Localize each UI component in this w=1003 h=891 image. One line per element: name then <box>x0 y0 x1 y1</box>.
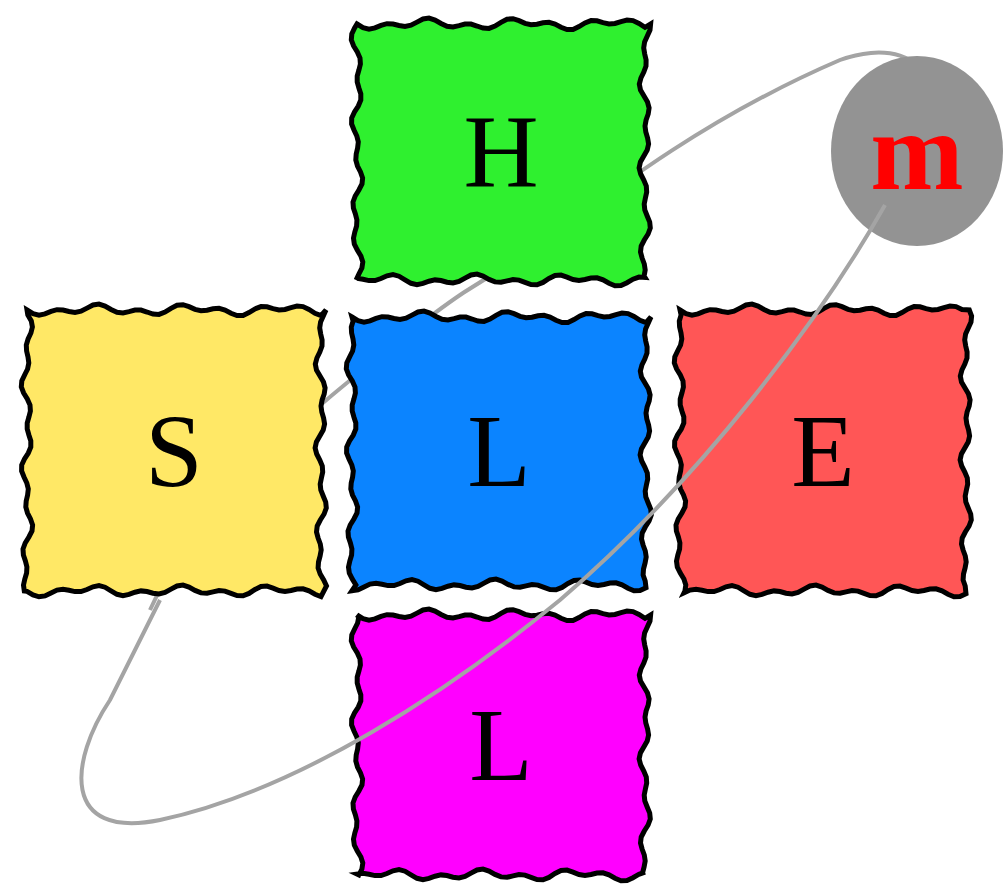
shape-outline <box>346 311 651 591</box>
letter-circle: m <box>830 55 1003 247</box>
letter-tile: L <box>345 603 657 887</box>
shape-outline <box>831 56 1003 246</box>
tile-letter: H <box>463 100 538 204</box>
orbit-line <box>81 205 885 823</box>
tile-letter: L <box>469 693 533 797</box>
letter-tile: S <box>15 298 333 603</box>
shape-outline <box>351 609 650 881</box>
tile-letter: E <box>791 399 855 503</box>
tile-letter: S <box>145 399 203 503</box>
shape-outline <box>351 18 650 286</box>
tile-letter: m <box>870 95 963 207</box>
shape-outline <box>21 304 326 597</box>
letter-tile: H <box>345 12 657 292</box>
letter-tile: L <box>340 305 658 597</box>
shape-outline <box>674 304 971 597</box>
tile-letter: L <box>467 399 531 503</box>
letter-tile: E <box>668 298 978 603</box>
